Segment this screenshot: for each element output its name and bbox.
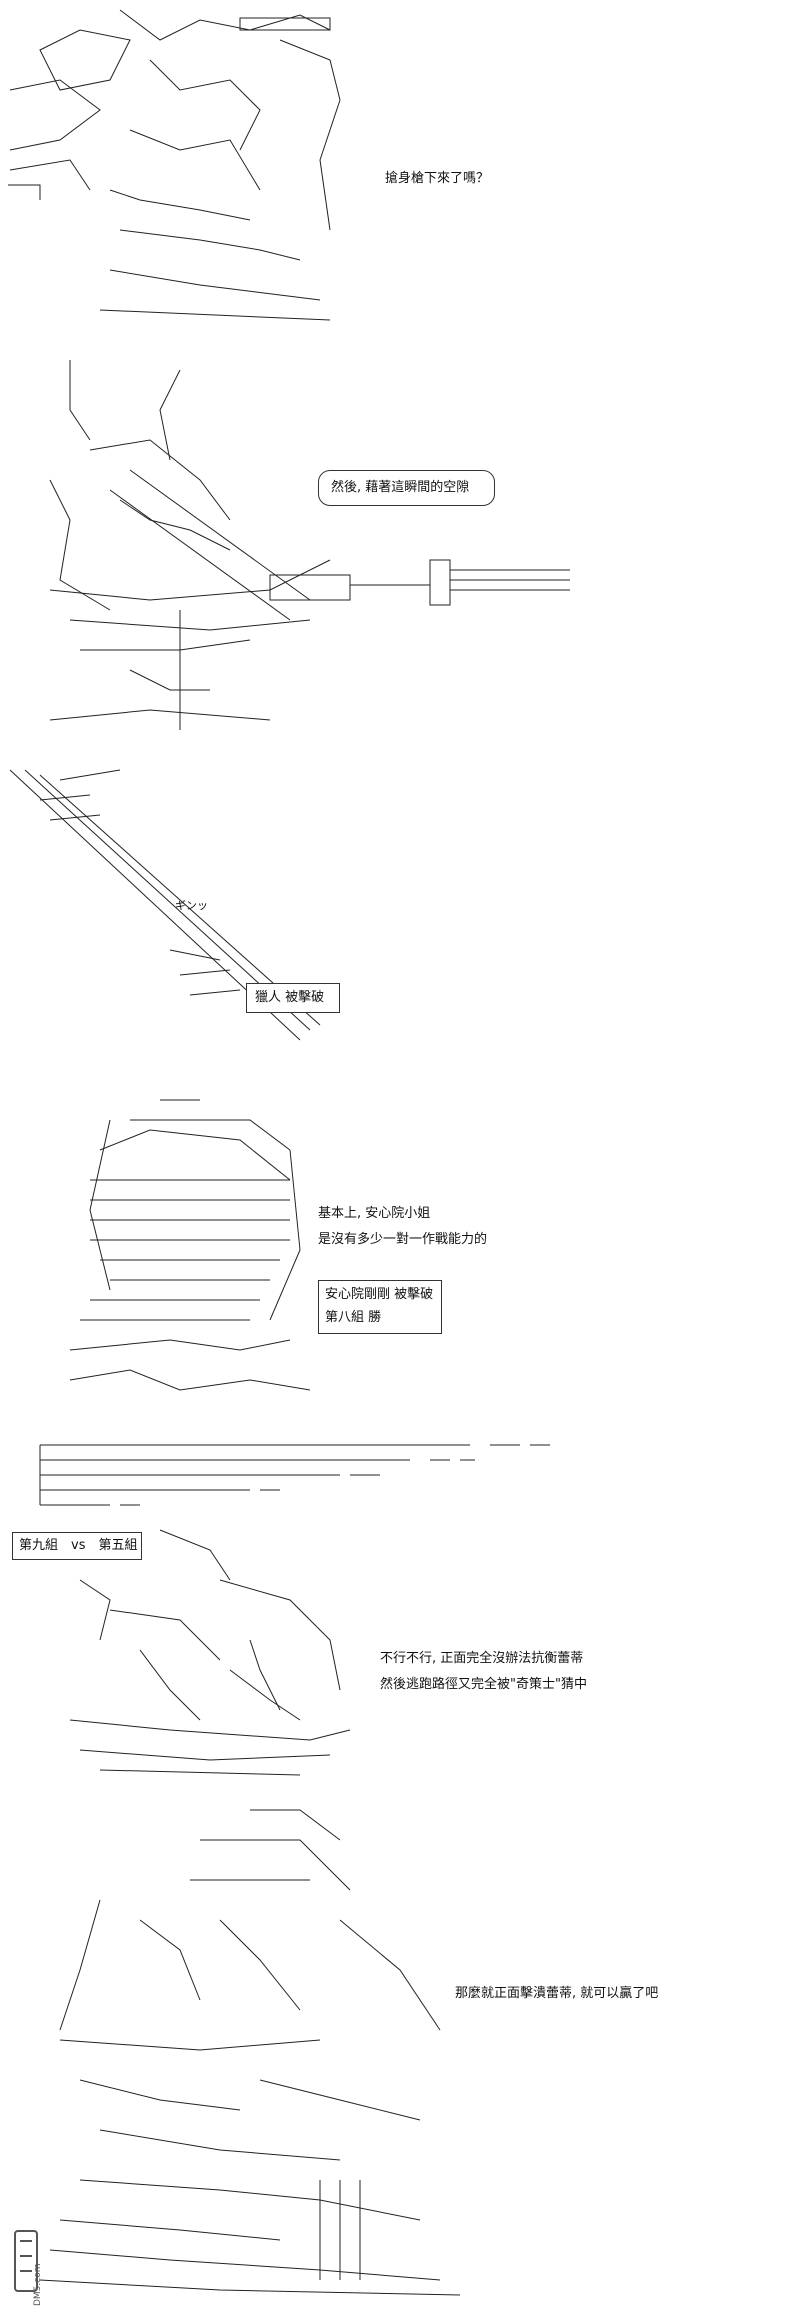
narration-line-1: 那麼就正面擊潰蕾蒂, 就可以贏了吧 xyxy=(455,1986,659,2001)
ascii-art-girl xyxy=(50,1090,330,1410)
speech-bubble: 然後, 藉著這瞬間的空隙 xyxy=(318,470,495,506)
sound-effect: ギンッ xyxy=(175,899,208,912)
speech-bubble-text: 然後, 藉著這瞬間的空隙 xyxy=(331,480,470,495)
ascii-art-battle-group xyxy=(50,1520,360,1780)
dm5-watermark-logo: DM5.com xyxy=(10,2226,70,2316)
match-label-box: 第九組 vs 第五組 xyxy=(12,1532,142,1560)
narration-line-2: 然後逃跑路徑又完全被"奇策士"猜中 xyxy=(380,1677,587,1692)
result-box: 安心院剛剛 被擊破 第八組 勝 xyxy=(318,1280,442,1334)
match-label: 第九組 vs 第五組 xyxy=(19,1538,138,1553)
result-text-2: 第八組 勝 xyxy=(325,1310,382,1325)
result-text: 獵人 被擊破 xyxy=(255,990,325,1005)
ascii-art-warriors xyxy=(20,1800,480,2300)
narration-line-1: 不行不行, 正面完全沒辦法抗衡蕾蒂 xyxy=(380,1651,584,1666)
narration-line-1: 基本上, 安心院小姐 xyxy=(318,1206,431,1221)
narration-line-2: 是沒有多少一對一作戰能力的 xyxy=(318,1232,488,1247)
result-box: 獵人 被擊破 xyxy=(246,983,340,1013)
ascii-art-soldier-with-gun xyxy=(0,0,360,330)
ascii-art-shooter xyxy=(30,350,590,740)
caption-line: 搶身槍下來了嗎？ xyxy=(385,171,490,186)
watermark-text: DM5.com xyxy=(33,2263,43,2306)
result-text-1: 安心院剛剛 被擊破 xyxy=(325,1287,434,1302)
transition-lines xyxy=(30,1440,550,1520)
